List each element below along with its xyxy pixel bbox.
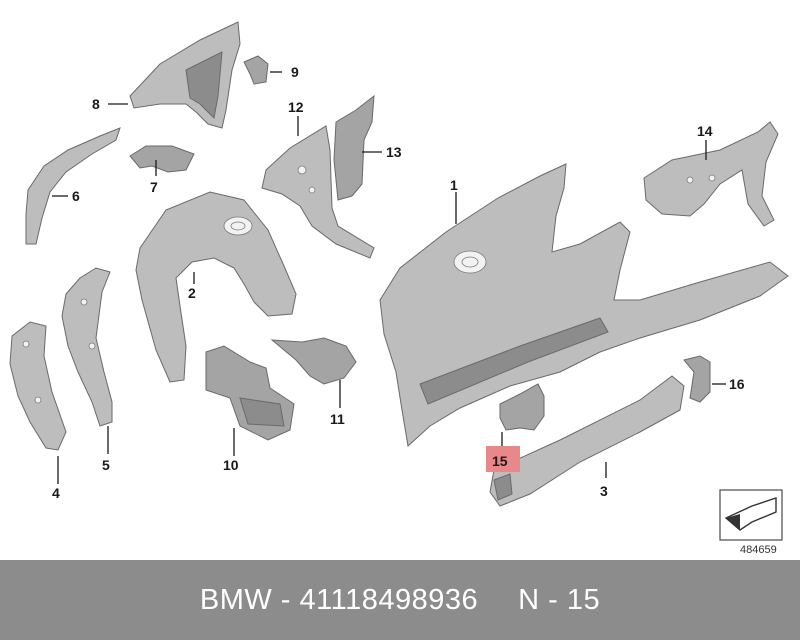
- parts-diagram: 1 2 3 4 5 6 7 8 9 10 11 12 13 14 15 16 4…: [9, 21, 789, 556]
- callout-6: 6: [72, 188, 80, 204]
- callout-3: 3: [600, 483, 608, 499]
- part-12-illustration: [261, 125, 375, 259]
- part-5-illustration: [61, 267, 113, 427]
- part-4-illustration: [9, 321, 67, 451]
- callout-8: 8: [92, 96, 100, 112]
- part-13-illustration: [333, 94, 375, 201]
- callout-4: 4: [52, 485, 60, 501]
- callout-16: 16: [729, 376, 745, 392]
- part-8-illustration: [129, 21, 241, 129]
- part-11-illustration: [270, 337, 357, 385]
- reference-number: 484659: [740, 544, 777, 556]
- callout-1: 1: [450, 177, 458, 193]
- part-7-illustration: [129, 145, 195, 173]
- part-10-illustration: [205, 345, 295, 441]
- part-1-illustration: [379, 163, 789, 447]
- part-15-illustration: [499, 383, 545, 431]
- reference-icon: [719, 489, 783, 541]
- part-3-illustration: [489, 375, 685, 507]
- callout-15-highlight: [486, 446, 520, 472]
- callout-2: 2: [188, 285, 196, 301]
- callout-13: 13: [386, 144, 402, 160]
- part-16-illustration: [683, 355, 711, 403]
- callout-7: 7: [150, 179, 158, 195]
- callout-11: 11: [330, 411, 345, 427]
- part-6-illustration: [25, 127, 121, 245]
- part-9-illustration: [243, 55, 269, 85]
- position-label: N - 15: [518, 583, 601, 616]
- brand-part-number: BMW - 41118498936: [199, 583, 479, 616]
- callout-labels: 1 2 3 4 5 6 7 8 9 10 11 12 13 14 15 16: [52, 64, 745, 501]
- part-2-illustration: [135, 191, 297, 383]
- callout-14: 14: [697, 123, 713, 139]
- callout-9: 9: [291, 64, 299, 80]
- callout-15: 15: [492, 453, 508, 469]
- part-14-illustration: [643, 121, 779, 227]
- callout-5: 5: [102, 457, 110, 473]
- footer-bar: BMW - 41118498936 N - 15: [0, 560, 800, 640]
- callout-10: 10: [223, 457, 239, 473]
- leader-lines: [52, 71, 726, 484]
- callout-12: 12: [288, 99, 304, 115]
